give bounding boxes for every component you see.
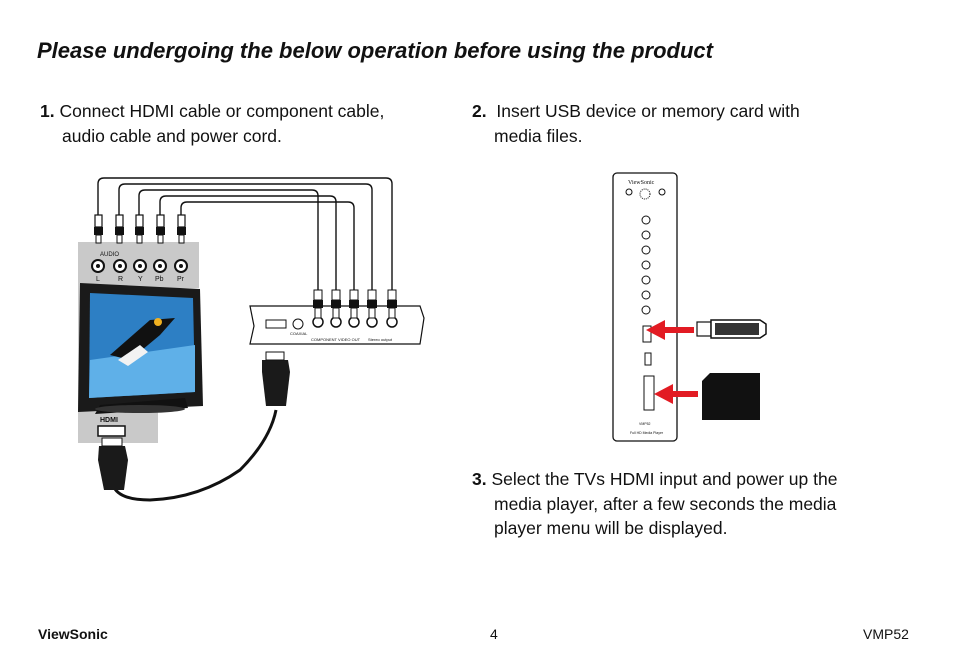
jack-label: L [96, 276, 100, 283]
step-text: Connect HDMI cable or component cable, [59, 101, 385, 121]
arrow-icon [646, 320, 694, 340]
component-cables [97, 177, 393, 290]
player-subtitle: Full HD Media Player [630, 431, 664, 435]
jack-label: Pb [155, 276, 164, 283]
tv-icon [78, 283, 203, 414]
hdmi-label: HDMI [100, 417, 118, 424]
jack-label: Y [138, 276, 143, 283]
jack-label: Pr [177, 276, 185, 283]
step-1: 1. Connect HDMI cable or component cable… [40, 99, 384, 148]
footer-brand: ViewSonic [38, 626, 108, 642]
player-rear-panel: COAXIAL COMPONENT VIDEO OUT Stereo outpu… [249, 305, 425, 345]
player-brand: ViewSonic [628, 180, 655, 186]
step-number: 2. [472, 101, 487, 121]
tv-jacks [91, 259, 188, 273]
step-text: Select the TVs HDMI input and power up t… [491, 469, 838, 489]
footer-model: VMP52 [863, 626, 909, 642]
coaxial-label: COAXIAL [290, 331, 308, 336]
rca-plugs-player [313, 289, 397, 319]
rca-plugs-top [94, 214, 186, 244]
tv-audio-panel: AUDIO L R Y Pb Pr [78, 242, 199, 288]
step-number: 3. [472, 469, 487, 489]
stereo-label: Stereo output [368, 337, 393, 342]
step-2: 2. Insert USB device or memory card with… [472, 99, 800, 148]
step-text: Insert USB device or memory card with [496, 101, 800, 121]
player-model: VMP52 [639, 422, 651, 426]
step-text: media player, after a few seconds the me… [494, 493, 837, 514]
arrow-icon [654, 384, 698, 404]
page-number: 4 [490, 626, 498, 642]
step-text: player menu will be displayed. [494, 518, 728, 538]
step-text: audio cable and power cord. [62, 125, 282, 146]
usb-drive-icon [696, 319, 767, 339]
memory-card-icon [702, 373, 760, 420]
player-front: ViewSonic VMP52 Full HD Media Player [612, 172, 678, 442]
hdmi-cable [98, 351, 290, 502]
audio-label: AUDIO [100, 252, 119, 258]
step-text: media files. [494, 125, 583, 146]
component-label: COMPONENT VIDEO OUT [311, 337, 361, 342]
step-number: 1. [40, 101, 55, 121]
step-3: 3. Select the TVs HDMI input and power u… [472, 467, 837, 541]
tv-hdmi-port: HDMI [97, 417, 126, 437]
jack-label: R [118, 276, 123, 283]
page-heading: Please undergoing the below operation be… [37, 38, 713, 63]
